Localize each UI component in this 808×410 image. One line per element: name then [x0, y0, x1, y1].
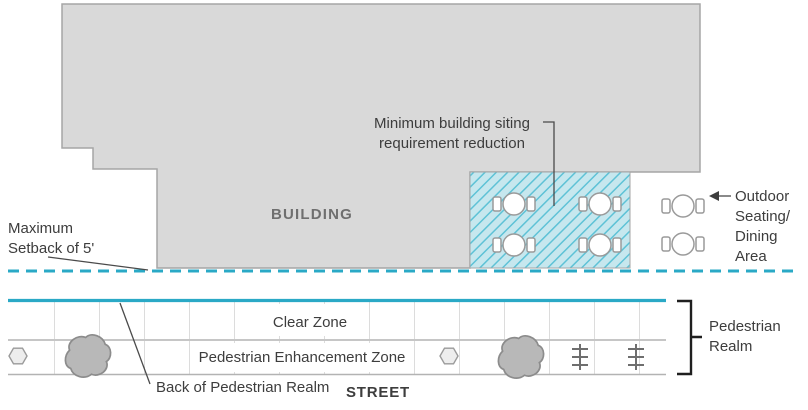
max-setback-annotation: Maximum Setback of 5': [8, 220, 149, 271]
arrow-left-icon: [709, 191, 719, 201]
siting-reduction-label-line1: Minimum building siting: [374, 115, 530, 132]
enhancement-zone-label-bg: [192, 343, 412, 372]
street-label: STREET: [346, 384, 410, 401]
street-tree-icon: [64, 334, 112, 378]
outdoor-seating-label-line2: Seating/: [735, 208, 791, 225]
dining-table-icon: [492, 192, 536, 216]
dining-table-icon: [492, 233, 536, 257]
outdoor-seating-label-line3: Dining: [735, 228, 778, 245]
siting-reduction-leader-line: [543, 121, 555, 206]
max-setback-leader-line: [47, 256, 149, 271]
hex-site-furnishing-icon: [8, 347, 28, 365]
back-of-realm-leader-line: [119, 302, 151, 385]
clear-zone-label: Clear Zone: [273, 314, 347, 331]
dining-table-icon: [661, 232, 705, 256]
max-setback-label-line2: Setback of 5': [8, 240, 94, 257]
pedestrian-realm-bracket: [677, 299, 702, 376]
pedestrian-realm-annotation: Pedestrian Realm: [677, 299, 781, 376]
enhancement-zone-label: Pedestrian Enhancement Zone: [199, 349, 406, 366]
dining-table-icon: [578, 233, 622, 257]
building-footprint: [61, 3, 701, 269]
building-label: BUILDING: [271, 206, 353, 223]
back-of-realm-annotation: Back of Pedestrian Realm: [119, 302, 329, 396]
outdoor-seating-label-line4: Area: [735, 248, 767, 265]
max-setback-label-line1: Maximum: [8, 220, 73, 237]
siting-reduction-annotation: Minimum building siting requirement redu…: [374, 115, 555, 206]
dining-table-icon: [661, 194, 705, 218]
dining-table-icon: [578, 192, 622, 216]
outdoor-seating-tables: [661, 194, 705, 256]
hex-site-furnishing-icon: [439, 347, 459, 365]
pedestrian-realm-label-line2: Realm: [709, 338, 752, 355]
street-tree-icon: [497, 335, 545, 379]
siting-reduction-label-line2: requirement reduction: [379, 135, 525, 152]
back-of-realm-label: Back of Pedestrian Realm: [156, 379, 329, 396]
outdoor-seating-annotation: Outdoor Seating/ Dining Area: [709, 188, 791, 265]
pedestrian-realm-label-line1: Pedestrian: [709, 318, 781, 335]
outdoor-seating-label-line1: Outdoor: [735, 188, 789, 205]
clear-zone-label-bg: [258, 304, 362, 336]
